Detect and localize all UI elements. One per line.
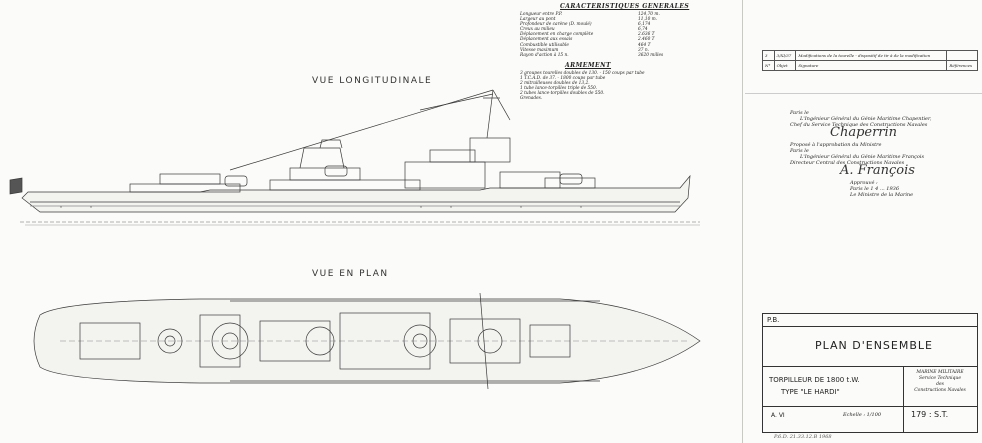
specs-title: CARACTERISTIQUES GENERALES	[560, 3, 690, 10]
revision-cell: Signature	[795, 60, 948, 71]
pb-label: P.B.	[767, 316, 780, 324]
ship-line-2: TYPE "LE HARDI"	[781, 388, 840, 396]
specifications-block: CARACTERISTIQUES GENERALES Longueur entr…	[520, 3, 710, 101]
armament-row: 2 mitrailleuses doubles de 13,2.	[520, 81, 590, 87]
spec-value: 464 T	[638, 42, 651, 48]
ministry-stamp: MARINE MILITAIRE Service Technique des C…	[906, 370, 974, 394]
fold-line	[745, 93, 982, 94]
spec-row: Combustible utilisable 464 T	[520, 43, 710, 48]
approval-text: Proposé à l'approbation du Ministre	[790, 142, 882, 148]
ministry-text: Constructions Navales	[914, 388, 966, 393]
armament-list: 3 groupes tourelles doubles de 130. - 15…	[520, 71, 710, 102]
ship-line-1: TORPILLEUR DE 1800 t.W.	[769, 376, 860, 384]
plan-view-title: VUE EN PLAN	[312, 269, 389, 279]
armament-row: 2 tubes lance-torpilles doubles de 550.	[520, 91, 605, 97]
signature-2: A. François	[840, 163, 915, 178]
spec-label: Déplacement en charge complète	[520, 32, 594, 38]
revision-table: 3 3/XI/37 Modifications de la tourelle -…	[762, 50, 978, 71]
revision-cell	[946, 50, 978, 61]
approval-text: L'Ingénieur Général du Génie Maritime Fr…	[800, 154, 925, 160]
spec-value: 124,70 m.	[638, 12, 660, 17]
spec-label: Largeur au pont	[520, 17, 556, 23]
armament-title: ARMEMENT	[565, 61, 612, 69]
profile-view-title: VUE LONGITUDINALE	[312, 76, 433, 86]
spec-row: Déplacement en charge complète 2.636 T	[520, 32, 710, 37]
title-divider	[903, 366, 904, 432]
spec-label: Rayon d'action à 15 n.	[520, 52, 569, 58]
title-block: P.B. PLAN D'ENSEMBLE TORPILLEUR DE 1800 …	[762, 313, 978, 433]
scale-label: Echelle : 1/100	[843, 412, 882, 418]
revision-row: N° Objet Signature Références	[762, 60, 978, 71]
footer-reference: P.6.D. 21.33.12.B 1968	[774, 434, 832, 440]
fold-line	[742, 0, 743, 443]
spec-value: 6,74	[638, 27, 648, 33]
approval-text: Le Ministre de la Marine	[850, 192, 914, 198]
specs-list: Longueur entre P.P.124,70 m.Largeur au p…	[520, 12, 710, 58]
ministry-text: Service Technique	[918, 376, 961, 381]
approval-text: Paris le	[790, 110, 809, 116]
armament-row: 3 groupes tourelles doubles de 130. - 15…	[520, 70, 645, 76]
approvals-block: Paris le L'Ingénieur Général du Génie Ma…	[790, 110, 975, 198]
approval-text: Directeur Central des Constructions Nava…	[790, 160, 905, 166]
title-divider	[763, 366, 977, 367]
title-divider	[763, 326, 977, 327]
spec-label: Creux au milieu	[520, 27, 555, 33]
spec-value: 3620 milles	[638, 52, 664, 58]
spec-value: 6,174	[638, 22, 651, 28]
revision-cell: 3	[762, 50, 775, 61]
approval-text: Paris le 1 4 ... 1936	[850, 186, 900, 192]
spec-label: Longueur entre P.P.	[520, 12, 563, 17]
spec-row: Rayon d'action à 15 n. 3620 milles	[520, 53, 710, 58]
ministry-text: des	[936, 382, 944, 387]
revision-cell: Références	[946, 60, 978, 71]
spec-value: 37 n.	[638, 47, 649, 53]
sheet-label: A. VI	[771, 412, 785, 419]
revision-cell: Modifications de la tourelle - dispositi…	[795, 50, 948, 61]
approval-text: Chef du Service Technique des Constructi…	[790, 122, 928, 128]
spec-row: Longueur entre P.P. 124,70 m.	[520, 12, 710, 17]
armament-row: 1 T.C.A.D. de 37. - 1800 coups par tube	[520, 75, 606, 81]
drawing-number: 179 : S.T.	[911, 410, 949, 419]
spec-row: Creux au milieu 6,74	[520, 27, 710, 32]
armament-row: Grenades.	[520, 96, 543, 102]
spec-label: Combustible utilisable	[520, 42, 569, 48]
spec-row: Déplacement aux essais 2.460 T	[520, 37, 710, 42]
spec-value: 2.636 T	[638, 32, 655, 38]
spec-value: 2.460 T	[638, 37, 655, 43]
spec-value: 11,10 m.	[638, 17, 658, 23]
spec-label: Profondeur de carène (D. moulé)	[520, 22, 592, 28]
spec-row: Profondeur de carène (D. moulé) 6,174	[520, 22, 710, 27]
approval-text: L'Ingénieur Général du Génie Maritime Ch…	[800, 116, 932, 122]
spec-label: Déplacement aux essais	[520, 37, 573, 43]
signature-1: Chaperrin	[830, 125, 898, 140]
spec-row: Vitesse maximum 37 n.	[520, 48, 710, 53]
spec-row: Largeur au pont 11,10 m.	[520, 17, 710, 22]
spec-label: Vitesse maximum	[520, 47, 559, 53]
plan-view-drawing	[33, 292, 701, 390]
armament-row: 1 tube lance-torpilles triple de 550.	[520, 86, 598, 92]
revision-row: 3 3/XI/37 Modifications de la tourelle -…	[762, 50, 978, 61]
ministry-text: MARINE MILITAIRE	[916, 370, 964, 375]
revision-cell: N°	[762, 60, 775, 71]
title-divider	[763, 406, 977, 407]
approval-text: Paris le	[790, 148, 809, 154]
revision-cell: 3/XI/37	[773, 50, 797, 61]
profile-view-drawing	[9, 89, 700, 226]
revision-cell: Objet	[773, 60, 797, 71]
approval-text: Approuvé :	[850, 180, 878, 186]
plan-title: PLAN D'ENSEMBLE	[815, 339, 933, 352]
